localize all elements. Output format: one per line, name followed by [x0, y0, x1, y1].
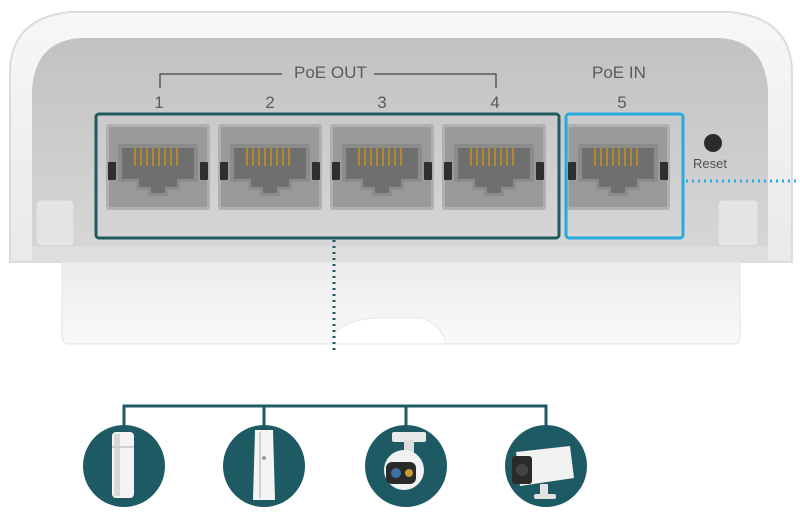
port-5 [566, 124, 670, 210]
ceiling-access-point-icon [83, 425, 165, 507]
poe-in-label: PoE IN [592, 63, 646, 82]
ports [106, 124, 670, 210]
port-number-5: 5 [617, 93, 627, 112]
poe-out-highlight [94, 112, 561, 240]
port-number-4: 4 [490, 93, 500, 112]
reset-hole-icon [704, 134, 722, 152]
port-3 [330, 124, 434, 210]
port-4 [442, 124, 546, 210]
bullet-camera-icon [505, 425, 587, 507]
port-1 [106, 124, 210, 210]
port-2 [218, 124, 322, 210]
distribution-tree [122, 404, 548, 426]
poe-out-bracket [159, 73, 497, 88]
reset-label: Reset [693, 156, 727, 171]
port-number-3: 3 [377, 93, 387, 112]
port-number-2: 2 [265, 93, 275, 112]
outdoor-access-point-icon [223, 425, 305, 507]
poe-out-label: PoE OUT [294, 63, 367, 82]
pan-tilt-camera-icon [365, 425, 447, 507]
port-number-1: 1 [154, 93, 164, 112]
poe-in-highlight [564, 112, 685, 240]
